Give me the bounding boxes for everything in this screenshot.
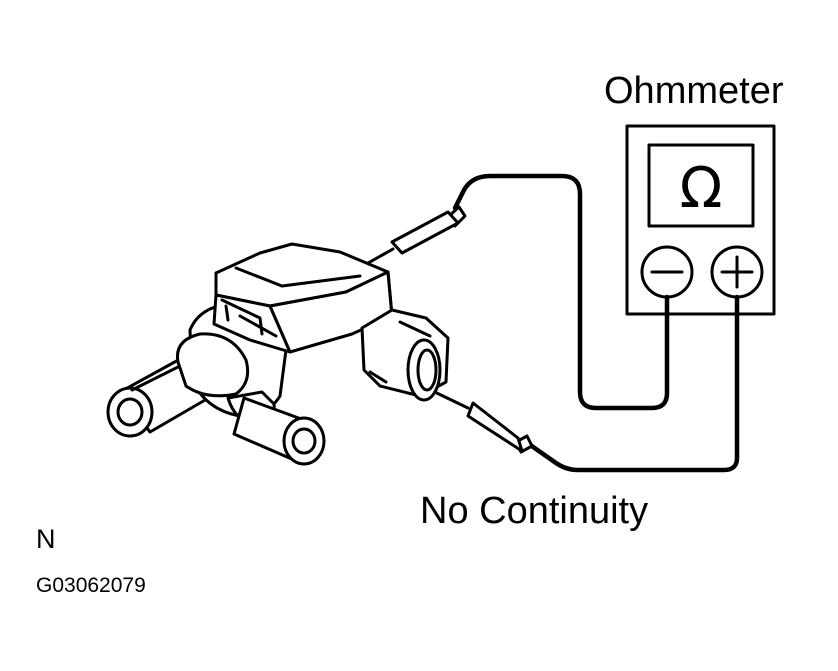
figure-code: G03062079	[36, 574, 146, 597]
upper-probe	[352, 205, 467, 273]
positive-terminal	[710, 245, 764, 299]
result-label: No Continuity	[420, 490, 649, 532]
view-marker: N	[36, 524, 56, 554]
lower-hose-pipe	[232, 396, 326, 466]
ohmmeter: Ω	[625, 124, 776, 316]
ohm-symbol: Ω	[680, 156, 723, 221]
connector-housing	[212, 242, 394, 354]
positive-test-lead-wire	[523, 294, 740, 473]
ohmmeter-label: Ohmmeter	[604, 70, 784, 112]
ohmmeter-display	[647, 143, 755, 228]
vacuum-switching-valve	[106, 242, 450, 466]
negative-test-lead-wire	[452, 173, 670, 411]
terminal-block	[360, 308, 450, 402]
negative-terminal	[640, 245, 694, 299]
